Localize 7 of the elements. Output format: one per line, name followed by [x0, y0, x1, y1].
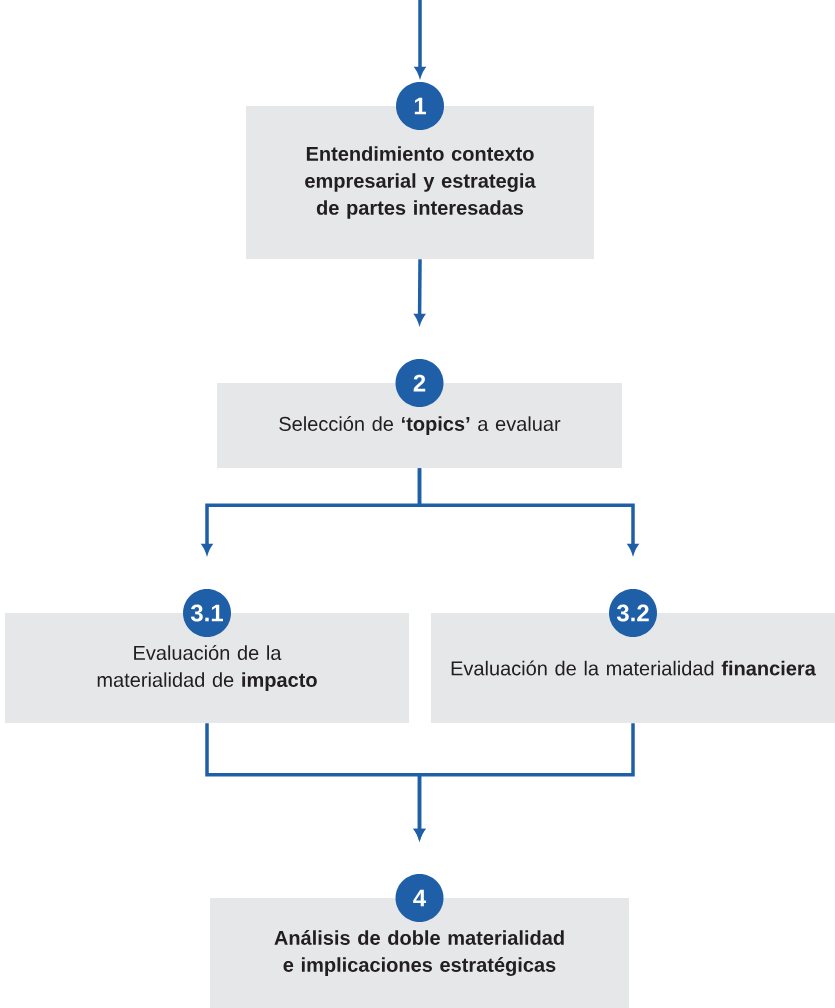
number-badge: 3.1	[183, 589, 231, 637]
number-badge: 2	[395, 359, 444, 407]
number-badge: 3.2	[609, 589, 657, 637]
number-badge: 4	[395, 874, 444, 922]
number-badge: 1	[396, 82, 444, 130]
arrow	[414, 0, 426, 77]
arrow	[417, 468, 639, 554]
